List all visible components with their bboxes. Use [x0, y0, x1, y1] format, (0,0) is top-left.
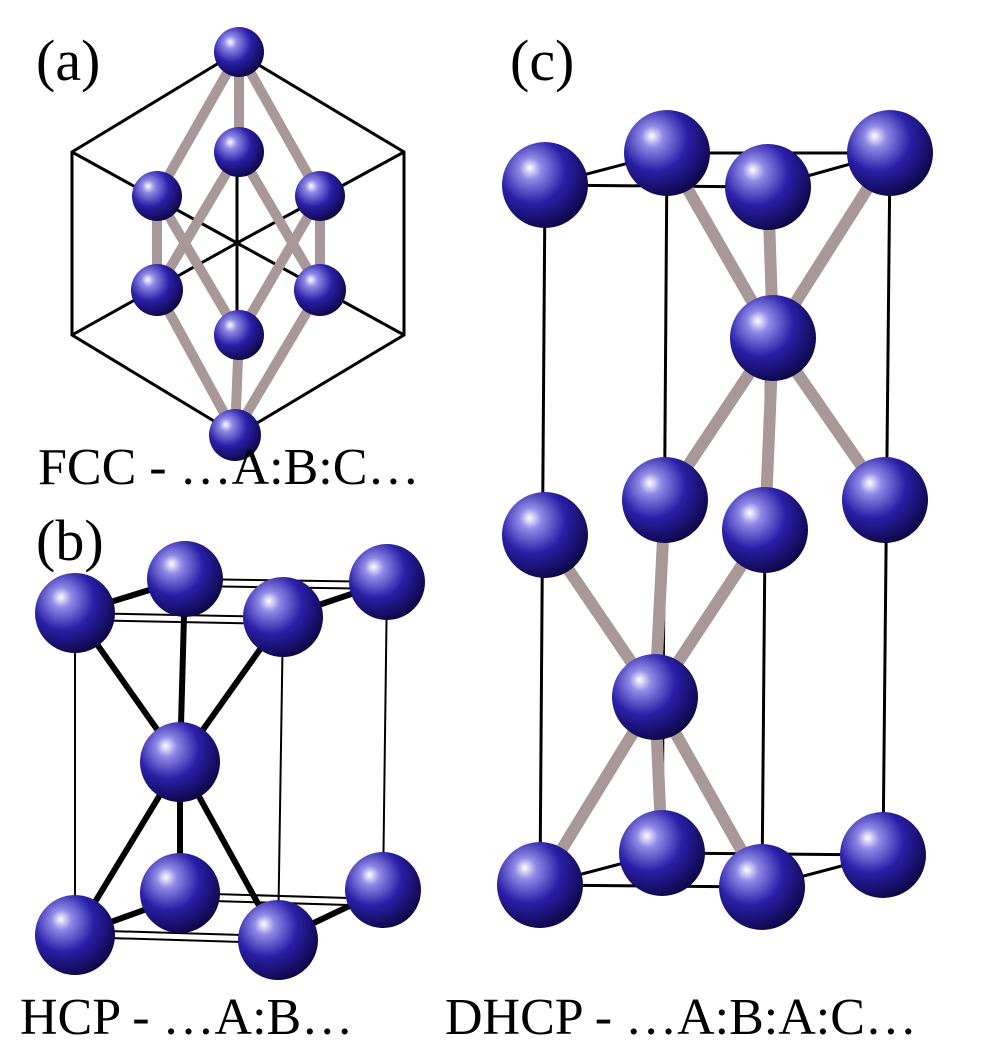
hcp-atom [147, 541, 223, 617]
hcp-atom [35, 573, 115, 653]
dhcp-atom [619, 810, 705, 896]
hcp-cell-edges [74, 578, 388, 944]
fcc-atom [214, 310, 264, 360]
dhcp-atom [719, 844, 805, 930]
dhcp-atom [847, 110, 933, 196]
fcc-atoms [131, 27, 346, 461]
dhcp-atom [722, 487, 808, 573]
panel-label-c: (c) [510, 28, 574, 93]
fcc-bond [230, 285, 325, 438]
hcp-atom [243, 577, 323, 657]
fcc-bond [234, 47, 325, 201]
dhcp-bonds [534, 147, 896, 893]
dhcp-atom [612, 654, 698, 740]
fcc-bond [152, 47, 244, 201]
fcc-atom [214, 27, 264, 77]
fcc-atom [214, 127, 264, 177]
fcc-bond [234, 191, 325, 340]
hcp-atom [140, 722, 220, 802]
dhcp-atom [730, 295, 816, 381]
hcp-atom [35, 895, 115, 975]
caption-fcc: FCC - …A:B:C… [38, 439, 419, 496]
hcp-cell-edge [277, 616, 284, 941]
hcp-cell-edge [382, 581, 388, 891]
hcp-atom [349, 544, 425, 620]
dhcp-atom [725, 144, 811, 230]
dhcp-atom [840, 812, 926, 898]
panel-label-b: (b) [36, 508, 104, 573]
dhcp-atom [497, 842, 583, 928]
fcc-bond [152, 147, 244, 295]
caption-hcp: HCP - …A:B… [20, 989, 353, 1046]
fcc-atom [209, 409, 261, 461]
fcc-atom [131, 264, 183, 316]
dhcp-cell-edges [538, 151, 892, 889]
dhcp-atom [624, 110, 710, 196]
panel-label-a: (a) [36, 28, 100, 93]
fcc-atom [132, 171, 182, 221]
dhcp-atom [502, 142, 588, 228]
fcc-atom [294, 264, 346, 316]
caption-dhcp: DHCP - …A:B:A:C… [445, 989, 917, 1046]
fcc-bond [152, 285, 240, 438]
fcc-atom [295, 171, 345, 221]
hcp-atom [238, 900, 318, 980]
panel-dhcp: (c) [445, 28, 933, 1046]
dhcp-atoms [497, 110, 933, 930]
hcp-atom [140, 853, 220, 933]
hcp-bonds [72, 576, 390, 943]
dhcp-atom [622, 457, 708, 543]
fcc-bond [234, 147, 325, 295]
dhcp-atom [502, 492, 588, 578]
fcc-bond [152, 191, 244, 340]
panel-hcp: (b) [20, 508, 425, 1046]
hcp-atom [345, 852, 421, 928]
dhcp-atom [842, 457, 928, 543]
panel-fcc: (a) FCC - …A:B:C… [36, 27, 419, 496]
hcp-atoms [35, 541, 425, 980]
